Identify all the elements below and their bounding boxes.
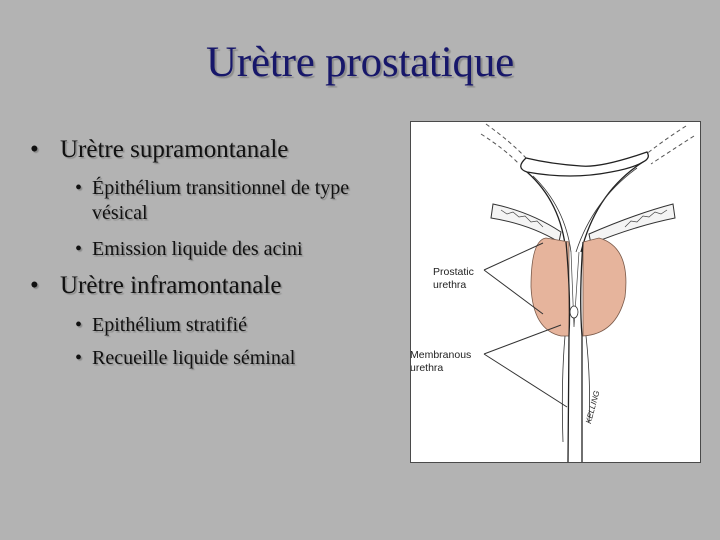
urethra-diagram-illustration [480, 123, 695, 462]
label-prostatic-urethra-line2: urethra [433, 279, 467, 291]
bullet-glyph: • [30, 272, 39, 299]
bullet-level2-epithelium-transitionnel-cont: vésical [92, 202, 148, 224]
label-membranous-urethra-line2: urethra [410, 362, 444, 374]
bullet-glyph: • [75, 347, 83, 369]
urethra-anatomy-figure: Prostatic urethra Membranous urethra KEL… [410, 121, 701, 463]
bullet-level2-epithelium-stratifie: Epithélium stratifié [92, 314, 247, 336]
slide-title: Urètre prostatique [205, 39, 515, 86]
bullet-level1-supramontanale: Urètre supramontanale [60, 136, 289, 163]
bullet-level1-inframontanale: Urètre inframontanale [60, 272, 282, 299]
bullet-glyph: • [75, 314, 83, 336]
label-membranous-urethra-line1: Membranous [410, 349, 472, 361]
label-prostatic-urethra-line1: Prostatic [433, 266, 474, 278]
bullet-level2-epithelium-transitionnel: Épithélium transitionnel de type [92, 177, 350, 199]
bullet-glyph: • [75, 177, 83, 199]
bullet-glyph: • [75, 238, 83, 260]
bullet-glyph: • [30, 136, 39, 163]
bullet-level2-recueille: Recueille liquide séminal [92, 347, 296, 369]
bullet-level2-emission: Emission liquide des acini [92, 238, 303, 260]
